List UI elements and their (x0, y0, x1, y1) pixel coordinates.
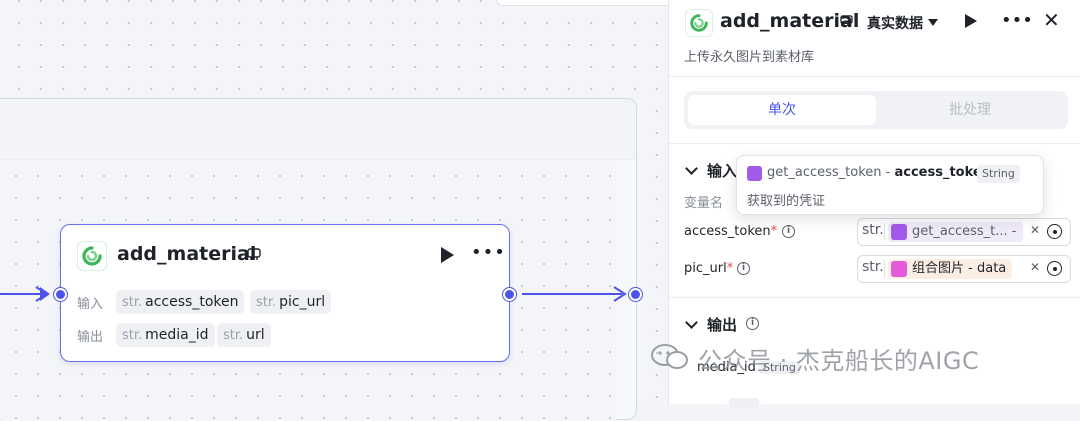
outgoing-arrow-head-icon (613, 286, 627, 302)
run-mode-tabs: 单次 批处理 (684, 91, 1068, 129)
reference-tooltip: get_access_token - access_token* String … (736, 155, 1044, 215)
data-mode-select[interactable]: 真实数据 (867, 16, 923, 32)
run-node-play-icon[interactable] (965, 14, 977, 28)
canvas-top-node-stub (496, 0, 678, 6)
plugin-node-add-material[interactable]: add_material ••• 输入 str.access_token str… (60, 224, 510, 362)
param-name: pic_url (684, 261, 727, 276)
node-input-tag: str.access_token (116, 290, 245, 314)
param-ref-pic-url[interactable]: str. 组合图片 - data ✕ (857, 255, 1071, 283)
incoming-edge-arrow (40, 287, 50, 301)
divider (884, 223, 885, 241)
tooltip-sep: - (881, 165, 895, 180)
close-icon[interactable]: ✕ (1043, 8, 1060, 32)
tooltip-source: get_access_token - access_token* (767, 165, 997, 180)
play-icon[interactable] (441, 247, 454, 263)
badge-icon (840, 15, 853, 27)
badge-icon (247, 248, 261, 260)
clear-icon[interactable]: ✕ (1030, 260, 1041, 274)
ref-chip[interactable]: get_access_t... - (888, 222, 1023, 242)
var-name-header: 变量名 (684, 196, 724, 211)
node-input-tag: str.pic_url (250, 290, 332, 314)
tag-type: str. (122, 328, 143, 343)
plugin-cube-icon (891, 224, 907, 240)
ref-source: get_access_t... (912, 224, 1008, 239)
output-name: media_id (697, 360, 756, 375)
tooltip-field: access_token (894, 165, 991, 180)
param-type: str. (862, 259, 884, 275)
workflow-canvas[interactable]: add_material ••• 输入 str.access_token str… (0, 0, 678, 421)
tag-type: str. (256, 295, 277, 310)
outgoing-edge[interactable] (522, 293, 622, 295)
tag-name: pic_url (279, 294, 326, 310)
param-label-pic-url: pic_url* (684, 261, 733, 276)
coze-plugin-icon (685, 9, 713, 37)
info-icon[interactable]: i (737, 262, 750, 275)
node-output-tag: str.url (217, 323, 271, 347)
info-icon[interactable]: i (782, 225, 795, 238)
group-output-port[interactable] (629, 288, 642, 301)
output-type-tag-partial (729, 398, 759, 408)
param-label-access-token: access_token* (684, 224, 777, 239)
node-title: add_material (117, 243, 257, 265)
ref-source: 组合图片 (912, 261, 965, 276)
input-section-title: 输入 (707, 162, 738, 180)
target-icon[interactable] (1047, 224, 1062, 239)
tag-name: access_token (145, 294, 239, 310)
tag-name: media_id (145, 327, 209, 343)
param-type: str. (862, 222, 884, 238)
coze-plugin-icon (77, 241, 107, 271)
incoming-arrow-head-icon (35, 286, 49, 302)
info-icon[interactable]: i (746, 317, 759, 330)
required-mark: * (726, 261, 734, 276)
tag-type: str. (223, 328, 244, 343)
param-ref-access-token[interactable]: str. get_access_t... - ✕ (857, 218, 1071, 246)
clear-icon[interactable]: ✕ (1030, 223, 1041, 237)
tag-name: url (246, 327, 265, 343)
tooltip-node: get_access_token (767, 165, 882, 180)
panel-description: 上传永久图片到素材库 (684, 50, 815, 65)
tooltip-type-tag: String (977, 165, 1020, 183)
divider (669, 297, 1080, 298)
output-type-tag: String (759, 361, 800, 374)
incoming-edge[interactable] (0, 293, 42, 295)
tab-batch[interactable]: 批处理 (949, 102, 991, 118)
chevron-down-icon[interactable] (685, 162, 698, 175)
image-combine-icon (891, 261, 907, 277)
output-section-title: 输出 (707, 316, 738, 334)
node-output-port[interactable] (503, 288, 516, 301)
node-output-tag: str.media_id (116, 323, 215, 347)
divider (669, 143, 1080, 144)
target-icon[interactable] (1047, 261, 1062, 276)
divider (884, 260, 885, 278)
watermark-text: 公众号 · 杰克船长的AIGC (698, 347, 980, 375)
ref-field: - data (968, 261, 1007, 276)
more-icon[interactable]: ••• (1001, 10, 1033, 31)
chevron-down-icon[interactable] (685, 316, 698, 329)
param-name: access_token (684, 224, 771, 239)
caret-down-icon[interactable] (928, 19, 938, 26)
ref-chip[interactable]: 组合图片 - data (888, 259, 1013, 279)
ref-sep: - (1011, 224, 1017, 239)
panel-title: add_material (720, 10, 860, 32)
plugin-cube-icon (747, 166, 762, 181)
loop-group-header (0, 99, 636, 160)
node-input-label: 输入 (77, 297, 104, 312)
required-mark: * (770, 224, 778, 239)
node-input-port[interactable] (54, 288, 67, 301)
node-output-label: 输出 (77, 330, 104, 345)
tooltip-description: 获取到的凭证 (747, 194, 826, 209)
divider (669, 76, 1080, 77)
tab-single[interactable]: 单次 (688, 95, 876, 125)
more-icon[interactable]: ••• (471, 242, 506, 263)
tag-type: str. (122, 295, 143, 310)
wechat-icon (651, 344, 688, 369)
